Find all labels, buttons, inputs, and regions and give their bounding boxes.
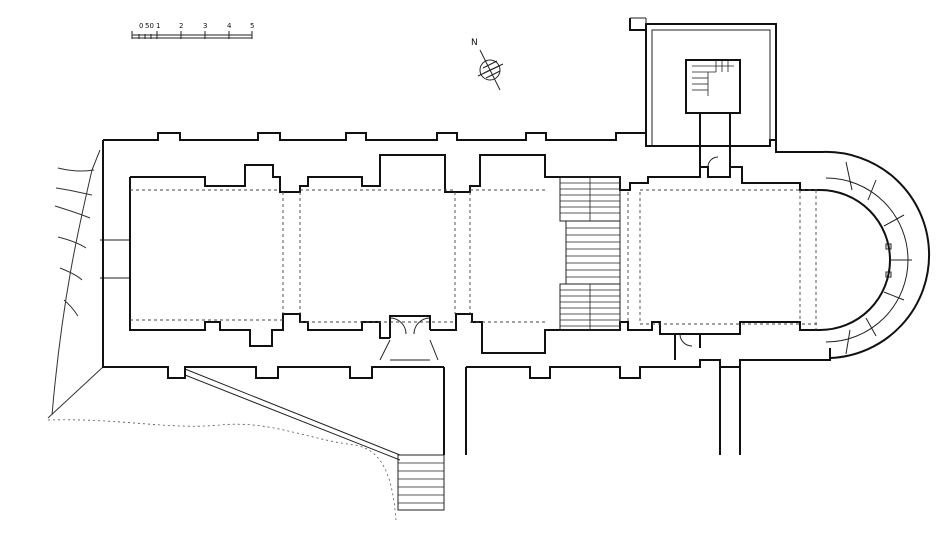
apse	[819, 150, 931, 359]
terrain-bottom	[47, 366, 401, 521]
scale-label-50: 50	[145, 22, 154, 30]
entrance-stairs	[397, 454, 445, 511]
tower-stairs	[692, 60, 734, 96]
scale-label-1: 1	[156, 22, 160, 30]
outer-walls	[102, 132, 831, 455]
north-arrow-icon: N	[471, 38, 504, 91]
scale-label-0: 0	[139, 22, 143, 30]
terrain-left	[51, 149, 130, 416]
choir-stairs	[559, 176, 621, 331]
scale-label-3: 3	[203, 22, 207, 30]
scale-bar: 0 50 1 2 3 4 5	[131, 22, 254, 39]
north-label: N	[471, 38, 478, 48]
tower	[629, 17, 777, 177]
scale-label-2: 2	[179, 22, 183, 30]
scale-label-5: 5	[250, 22, 254, 30]
entrance-vestibule	[379, 315, 693, 361]
scale-label-4: 4	[227, 22, 232, 30]
bay-dashed-lines	[130, 189, 820, 330]
